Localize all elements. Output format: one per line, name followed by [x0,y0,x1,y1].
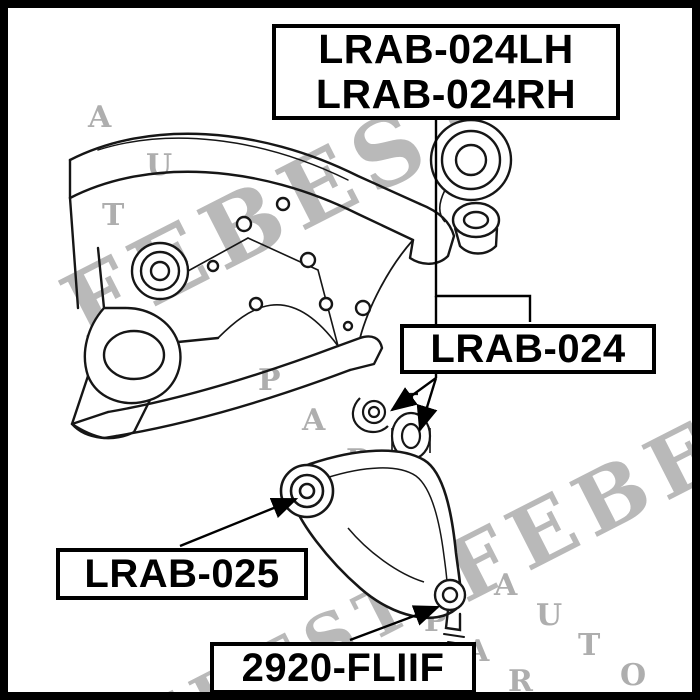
part-number-lrab-024lh: LRAB-024LH [318,26,574,72]
callout-box-lrab-024lh-rh: LRAB-024LH LRAB-024RH [272,24,620,120]
callout-box-2920-fliif: 2920-FLIIF [210,642,476,692]
ball-joint-drawing [433,578,467,661]
part-number-lrab-025: LRAB-025 [84,551,280,596]
part-number-2920-fliif: 2920-FLIIF [241,645,445,690]
part-number-lrab-024rh: LRAB-024RH [315,71,577,117]
part-number-lrab-024: LRAB-024 [430,326,626,371]
callout-box-lrab-024: LRAB-024 [400,324,656,374]
rear-arm-bushing-drawing [351,392,432,461]
subframe-bushing-drawing [429,118,513,255]
callout-box-lrab-025: LRAB-025 [56,548,308,600]
subframe-left-bushing-drawing [70,241,190,440]
watermark-letter-t: T [550,692,572,700]
